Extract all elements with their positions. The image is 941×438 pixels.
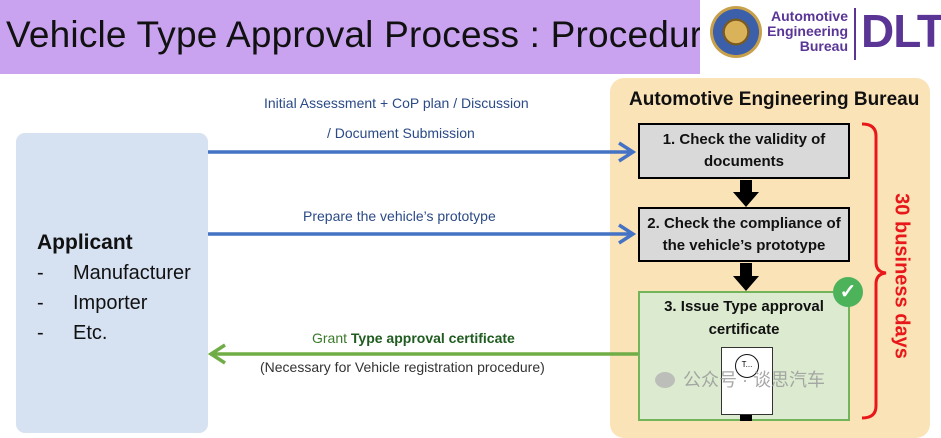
bureau-title: Automotive Engineering Bureau <box>629 89 920 110</box>
page-title: Vehicle Type Approval Process : Procedur… <box>6 14 724 55</box>
watermark-text: 公众号 · 谈思汽车 <box>683 370 825 390</box>
applicant-item-label: Manufacturer <box>73 262 191 284</box>
grant-arrowhead-icon <box>207 343 226 365</box>
prototype-arrowhead-icon <box>618 223 637 245</box>
down-arrow-icon <box>733 180 759 207</box>
applicant-title: Applicant <box>37 231 133 254</box>
arrow-2-label: Prepare the vehicle’s prototype <box>303 208 496 224</box>
down-arrow-icon <box>740 415 752 421</box>
applicant-box <box>16 133 208 433</box>
step-1-box: 1. Check the validity of documents <box>638 123 850 179</box>
step-2-box: 2. Check the compliance of the vehicle’s… <box>638 207 850 262</box>
connector-layer <box>207 122 887 421</box>
duration-brace <box>861 122 887 420</box>
step-3-box: 3. Issue Type approval certificate T... <box>638 291 850 421</box>
logo-divider <box>854 8 856 60</box>
grant-certificate-name: Type approval certificate <box>350 330 515 346</box>
applicant-item: - Etc. <box>37 322 107 345</box>
step-1-line1: 1. Check the validity of <box>662 131 826 148</box>
certificate-stamp-icon: T... <box>735 354 759 378</box>
step-2-line2: the vehicle’s prototype <box>662 236 826 254</box>
step-3-line1: 3. Issue Type approval <box>664 298 824 315</box>
bullet-dash: - <box>37 292 44 314</box>
watermark: 公众号 · 谈思汽车 <box>655 366 825 392</box>
logo-area: Automotive Engineering Bureau DLT <box>700 0 941 74</box>
grant-label: Grant Type approval certificate <box>312 330 515 346</box>
step-3-label: 3. Issue Type approval certificate <box>640 295 848 341</box>
submission-arrowhead-icon <box>618 141 637 163</box>
bullet-dash: - <box>37 262 44 284</box>
logo-org-line: Engineering <box>767 23 848 39</box>
grant-prefix: Grant <box>312 330 351 346</box>
arrow-1-label-line2: / Document Submission <box>327 125 475 141</box>
logo-org-line: Bureau <box>799 38 848 54</box>
wechat-icon <box>655 372 675 388</box>
step-1-line2: documents <box>703 153 784 170</box>
check-icon: ✓ <box>833 277 863 307</box>
bullet-dash: - <box>37 322 44 344</box>
logo-org-name: Automotive Engineering Bureau <box>766 9 848 54</box>
title-bar: Vehicle Type Approval Process : Procedur… <box>0 0 723 74</box>
applicant-item-label: Importer <box>73 292 148 314</box>
applicant-item: - Importer <box>37 292 147 315</box>
logo-org-line: Automotive <box>771 8 848 24</box>
certificate-document-icon: T... <box>721 347 773 415</box>
arrow-1-label-line1: Initial Assessment + CoP plan / Discussi… <box>264 95 529 111</box>
department-seal-icon <box>710 6 762 58</box>
applicant-item-label: Etc. <box>73 322 108 344</box>
step-2-line1: 2. Check the compliance of <box>647 214 841 232</box>
down-arrow-icon <box>733 263 759 291</box>
applicant-item: - Manufacturer <box>37 262 191 285</box>
grant-note: (Necessary for Vehicle registration proc… <box>260 359 545 375</box>
step-3-line2: certificate <box>708 321 780 338</box>
dlt-logo-text: DLT <box>861 5 941 57</box>
